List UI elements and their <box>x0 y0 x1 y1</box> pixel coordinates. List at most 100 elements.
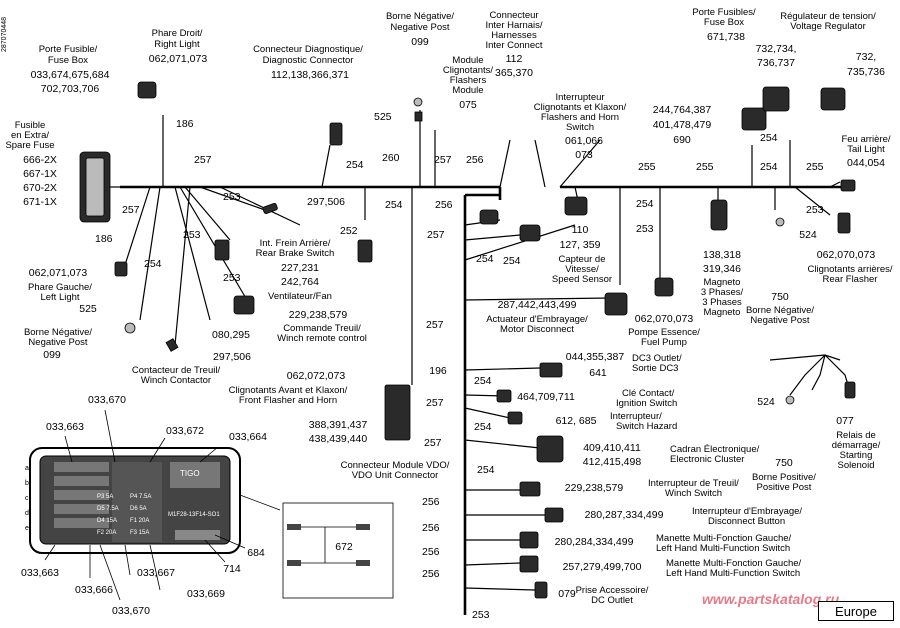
part-numbers: 750 <box>771 291 789 303</box>
wire-number: 256 <box>422 496 440 508</box>
part-numbers: 138,318 <box>703 249 741 261</box>
part-numbers: 229,238,579 <box>565 482 624 494</box>
left-light-connector <box>114 261 128 277</box>
wire-number: 253 <box>636 223 654 235</box>
wire-number: 254 <box>144 258 162 270</box>
speed-sensor-connector <box>564 196 588 216</box>
label-line: Right Light <box>154 39 200 50</box>
document-code: 287070448 <box>1 17 8 52</box>
row-letter: e <box>25 525 29 532</box>
label-line: Clignotants et Klaxon/ <box>534 102 627 113</box>
label-line: Borne Positive/ <box>752 472 816 483</box>
label-line: Solenoid <box>838 460 875 471</box>
label-line: Inter Harnais/ <box>485 20 542 31</box>
magneto-connector <box>710 199 728 231</box>
component-labels: Porte Fusible/ Fuse Box 033,674,675,684 … <box>5 7 892 617</box>
dc3-outlet-connector <box>539 362 563 378</box>
part-numbers: 525 <box>79 303 97 315</box>
label-line: Left Light <box>40 292 79 303</box>
wire-number: 186 <box>176 118 194 130</box>
row-letter: c <box>25 495 29 502</box>
label-line: Fuse Box <box>704 17 744 28</box>
disconnect-button-connector <box>544 507 564 523</box>
part-numbers: 365,370 <box>495 67 533 79</box>
label-line: Borne Négative/ <box>746 305 814 316</box>
wire-number: 254 <box>476 253 494 265</box>
wire-number: 254 <box>636 198 654 210</box>
fan-connector <box>214 239 230 261</box>
part-numbers: 736,737 <box>757 57 795 69</box>
row-letter: b <box>25 480 29 487</box>
label-line: Phare Droit/ <box>152 28 203 39</box>
label-line: Negative Post <box>28 337 88 348</box>
label-line: Clignotants Avant et Klaxon/ <box>229 385 348 396</box>
part-numbers: 127, 359 <box>560 239 601 251</box>
label-line: démarrage/ <box>832 440 881 451</box>
wire-number: 254 <box>760 132 778 144</box>
part-numbers: 196 <box>429 365 447 377</box>
part-numbers: 033,670 <box>88 394 126 406</box>
label-line: Pompe Essence/ <box>628 327 700 338</box>
part-numbers: 409,410,411 <box>583 442 641 454</box>
label-line: Winch Switch <box>665 488 722 499</box>
part-numbers: 244,764,387 <box>653 104 712 116</box>
label-line: Clé Contact/ <box>622 388 675 399</box>
label-line: Tail Light <box>847 144 885 155</box>
wire-number: 257 <box>194 154 212 166</box>
part-numbers: 684 <box>247 547 265 559</box>
wire-number: 257 <box>427 229 445 241</box>
winch-contactor-connector <box>165 338 179 352</box>
part-numbers: 044,355,387 <box>566 351 625 363</box>
ring-terminal <box>414 111 423 122</box>
wire-numbers: 257 186 257 260 257 256 254 254 254 256 … <box>95 111 824 621</box>
wire-number: 253 <box>223 272 241 284</box>
wire-number: 254 <box>474 375 492 387</box>
part-numbers: 080,295 <box>212 329 250 341</box>
left-mfs-connector-1 <box>519 531 539 549</box>
label-line: Régulateur de tension/ <box>780 11 876 22</box>
dc-outlet-connector <box>534 581 548 599</box>
part-numbers: 242,764 <box>281 276 319 288</box>
fuse-label: P3 5A <box>97 494 113 500</box>
label-line: Fuse Box <box>48 55 88 66</box>
part-numbers: 099 <box>411 36 429 48</box>
label-line: Porte Fusible/ <box>39 44 98 55</box>
label-line: Motor Disconnect <box>500 324 574 335</box>
label-line: Voltage Regulator <box>790 21 866 32</box>
label-line: Rear Brake Switch <box>256 248 335 259</box>
part-numbers: 280,284,334,499 <box>555 536 634 548</box>
label-line: en Extra/ <box>11 130 49 141</box>
part-numbers: 671,738 <box>707 31 745 43</box>
label-line: Connecteur Diagnostique/ <box>253 44 363 55</box>
label-line: Actuateur d'Embrayage/ <box>486 314 588 325</box>
part-numbers: 112 <box>506 53 523 65</box>
part-numbers: 073 <box>575 149 593 161</box>
connectors <box>79 81 856 599</box>
wire-number: 253 <box>223 191 241 203</box>
wire-number: 257 <box>426 319 444 331</box>
fuse-label: F1 20A <box>130 518 149 524</box>
diagnostic-connector <box>329 122 343 146</box>
wire-number: 256 <box>466 154 484 166</box>
part-numbers: 033,666 <box>75 584 113 596</box>
row-letter: a <box>25 465 29 472</box>
wire-number: 256 <box>422 568 440 580</box>
part-numbers: 666-2X <box>23 154 57 166</box>
label-line: Relais de <box>836 430 876 441</box>
label-line: Vitesse/ <box>565 264 599 275</box>
cluster-connector <box>536 435 564 463</box>
fuse-row-letters: a b c d e <box>25 465 29 532</box>
label-line: Starting <box>840 450 873 461</box>
part-numbers: 702,703,706 <box>41 83 100 95</box>
part-numbers: 227,231 <box>281 262 319 274</box>
rear-flasher-connector <box>837 212 851 234</box>
label-line: Inter Connect <box>485 40 542 51</box>
part-numbers: 033,667 <box>137 567 175 579</box>
label-line: Rear Flasher <box>823 274 878 285</box>
label-line: Connecteur <box>489 10 538 21</box>
label-line: Winch remote control <box>277 333 367 344</box>
fuse-label: F2 20A <box>97 530 116 536</box>
wire-number: 254 <box>760 161 778 173</box>
label-line: Interrupteur/ <box>610 411 662 422</box>
